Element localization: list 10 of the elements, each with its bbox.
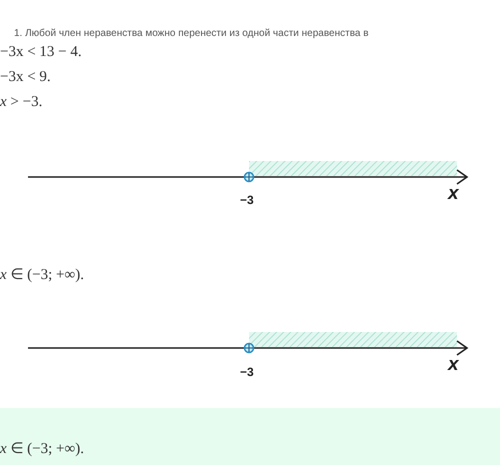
answer-interval: x ∈ (−3; +∞).: [0, 268, 84, 283]
point-label: −3: [240, 366, 254, 378]
inequality: −3x < 13 − 4.: [0, 45, 82, 60]
point-label: −3: [240, 194, 254, 206]
axis-label: x: [448, 355, 459, 374]
inequality: −3x < 9.: [0, 70, 51, 85]
inequality: x > −3.: [0, 95, 42, 110]
axis-label: x: [448, 184, 459, 203]
answer-interval: x ∈ (−3; +∞).: [0, 442, 84, 457]
instruction-text: 1. Любой член неравенства можно перенести из одной части неравенства в: [14, 29, 369, 39]
